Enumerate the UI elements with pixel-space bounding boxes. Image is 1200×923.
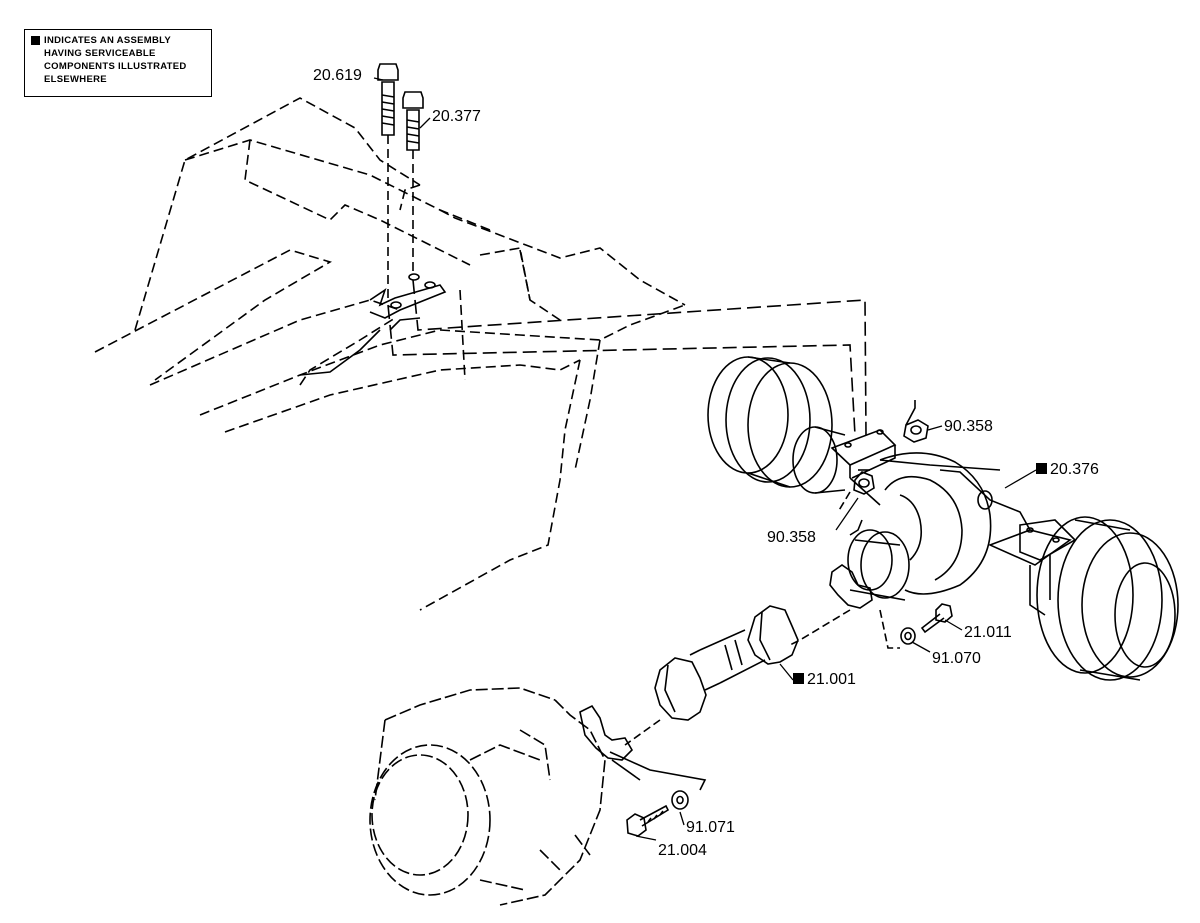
assembly-marker-icon [1036, 463, 1047, 474]
frame-bracket [299, 273, 447, 376]
callout-90358-bottom: 90.358 [767, 529, 816, 546]
washer-91070 [900, 627, 916, 645]
transmission-housing [369, 687, 606, 906]
legend-line: COMPONENTS ILLUSTRATED [44, 61, 187, 72]
callout-21004: 21.004 [658, 842, 707, 859]
axle-nuts [849, 400, 929, 536]
callout-20376: 20.376 [1036, 462, 1099, 478]
callout-21011: 21.011 [964, 624, 1012, 641]
washer-91071 [671, 790, 689, 810]
bolt-20377 [402, 91, 424, 275]
bolt-21011 [920, 603, 953, 634]
callout-21001: 21.001 [793, 672, 856, 688]
propeller-shaft [654, 605, 799, 721]
alignment-lines [387, 279, 867, 436]
frame-outline [94, 97, 686, 611]
bolt-21004 [626, 804, 670, 837]
legend-line: ELSEWHERE [44, 74, 107, 85]
callout-20619: 20.619 [313, 67, 362, 84]
legend-line: INDICATES AN ASSEMBLY [44, 35, 171, 46]
legend-box: INDICATES AN ASSEMBLY HAVING SERVICEABLE… [24, 29, 212, 97]
assembly-marker-icon [793, 673, 804, 684]
callout-20377: 20.377 [432, 108, 481, 125]
transmission-output-yoke [579, 704, 707, 791]
callout-90358-top: 90.358 [944, 418, 993, 435]
axle-dash-lines [624, 491, 900, 746]
bolt-20619 [377, 63, 399, 300]
callout-91071: 91.071 [686, 819, 735, 836]
rear-axle-assembly [707, 356, 1179, 681]
callout-91070: 91.070 [932, 650, 981, 667]
assembly-marker-icon [31, 36, 40, 45]
leader-lines [373, 77, 1037, 841]
legend-line: HAVING SERVICEABLE [44, 48, 156, 59]
